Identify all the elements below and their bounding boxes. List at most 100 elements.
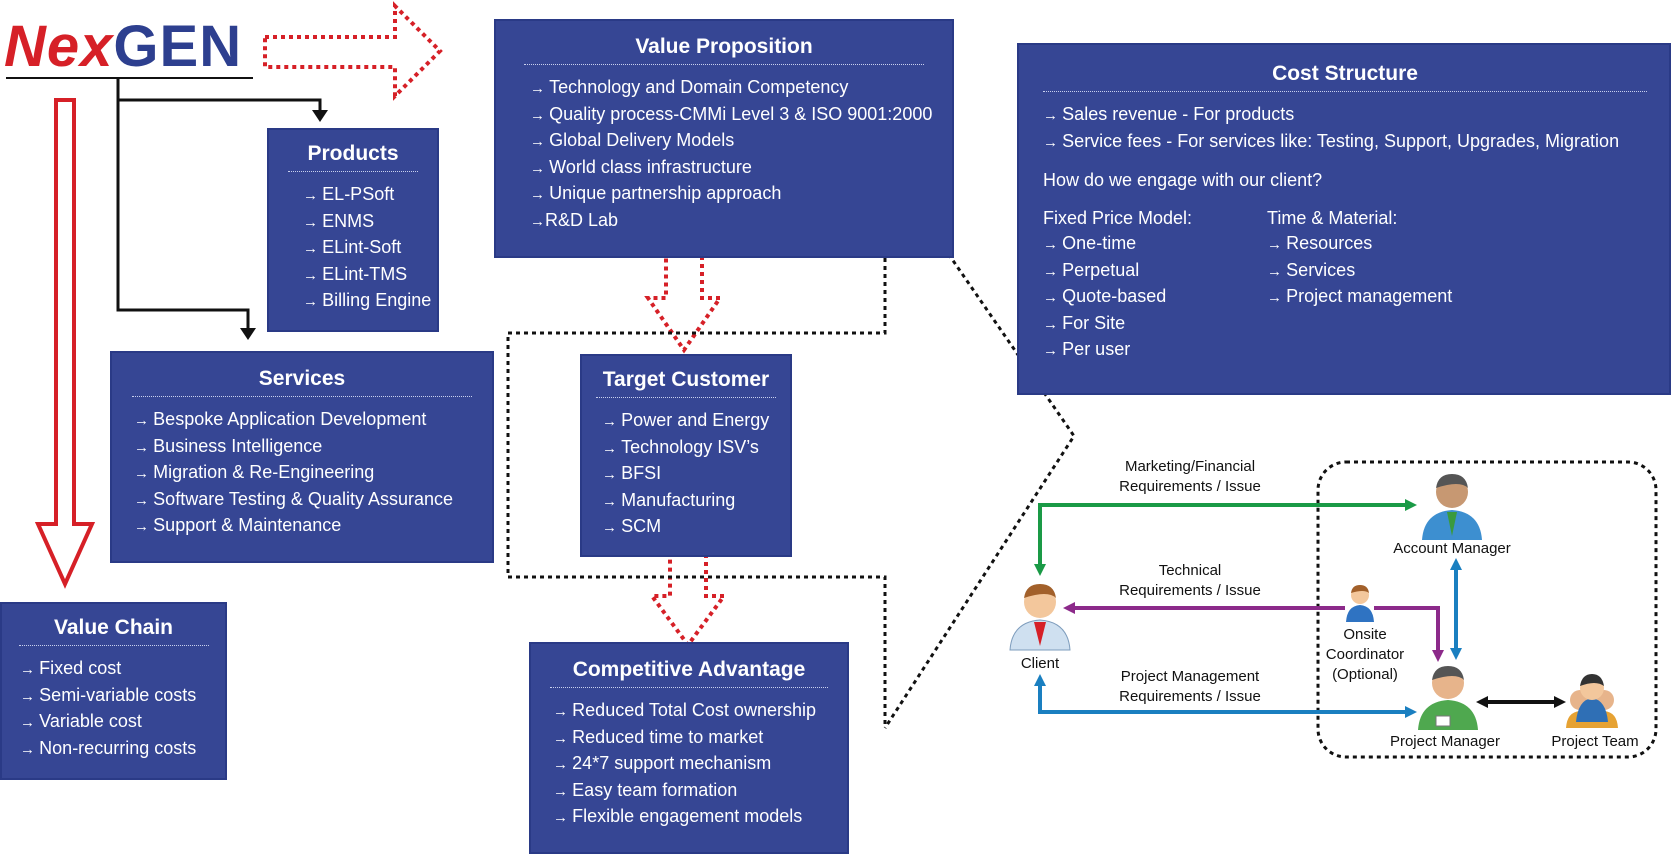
list-item: Quote-based xyxy=(1043,284,1267,311)
time-material-heading: Time & Material: xyxy=(1267,207,1398,228)
list-item: BFSI xyxy=(602,461,776,488)
list-item: Resources xyxy=(1267,231,1452,258)
pm-team-arrowhead-left xyxy=(1476,696,1488,708)
project-arrowhead-pm xyxy=(1405,706,1417,718)
cost-structure-title: Cost Structure xyxy=(1043,62,1647,92)
am-pm-arrowhead-top xyxy=(1450,558,1462,570)
competitive-advantage-box: Competitive Advantage Reduced Total Cost… xyxy=(529,642,849,854)
target-customer-list: Power and Energy Technology ISV’s BFSI M… xyxy=(596,408,776,541)
list-item: One-time xyxy=(1043,231,1267,258)
technical-label: Technical Requirements / Issue xyxy=(1110,561,1270,601)
competitive-advantage-title: Competitive Advantage xyxy=(550,658,828,688)
red-dotted-right-arrow xyxy=(263,1,443,101)
pm-team-arrowhead-right xyxy=(1554,696,1566,708)
list-item: World class infrastructure xyxy=(530,155,930,182)
client-icon xyxy=(1009,584,1071,651)
logo-gen: GEN xyxy=(113,14,243,79)
list-item: Software Testing & Quality Assurance xyxy=(134,487,474,514)
list-item: ELint-TMS xyxy=(303,262,423,289)
services-title: Services xyxy=(132,367,472,397)
arrowhead-products xyxy=(312,110,328,122)
dotted-flow-line xyxy=(506,162,887,728)
logo-nex: Nex xyxy=(4,14,114,79)
list-item: Service fees - For services like: Testin… xyxy=(1043,129,1645,156)
list-item: Global Delivery Models xyxy=(530,128,930,155)
cost-structure-list: Sales revenue - For products Service fee… xyxy=(1043,102,1645,155)
list-item: Fixed cost xyxy=(20,656,211,683)
am-pm-arrowhead-bottom xyxy=(1450,648,1462,660)
engage-question: How do we engage with our client? xyxy=(1043,170,1323,190)
list-item: Migration & Re-Engineering xyxy=(134,460,474,487)
list-item: Billing Engine xyxy=(303,288,431,315)
technical-arrowhead-client xyxy=(1063,602,1075,614)
marketing-label-line2: Requirements / Issue xyxy=(1119,478,1261,495)
products-box: Products EL-PSoft ENMS ELint-Soft ELint-… xyxy=(267,128,439,332)
list-item: Technology ISV’s xyxy=(602,435,776,462)
list-item: Support & Maintenance xyxy=(134,513,474,540)
list-item: Non-recurring costs xyxy=(20,736,211,763)
fixed-price-heading: Fixed Price Model: xyxy=(1043,207,1193,228)
technical-arrow-pm xyxy=(1374,606,1440,650)
list-item: Reduced time to market xyxy=(553,725,829,752)
red-dotted-arrow-vp-tc xyxy=(644,250,724,354)
engagement-models: Fixed Price Model: One-time Perpetual Qu… xyxy=(1043,206,1645,364)
list-item: R&D Lab xyxy=(530,208,930,235)
target-customer-box: Target Customer Power and Energy Technol… xyxy=(580,354,792,557)
connector-to-services xyxy=(116,78,250,334)
services-list: Bespoke Application Development Business… xyxy=(130,407,474,540)
fixed-price-list: One-time Perpetual Quote-based For Site … xyxy=(1043,231,1267,364)
list-item: Business Intelligence xyxy=(134,434,474,461)
project-team-icon xyxy=(1566,674,1618,728)
project-team-label: Project Team xyxy=(1551,733,1639,750)
value-proposition-list: Technology and Domain Competency Quality… xyxy=(518,75,932,235)
fixed-price-column: Fixed Price Model: One-time Perpetual Qu… xyxy=(1043,206,1267,364)
technical-arrowhead-pm xyxy=(1432,650,1444,662)
cost-structure-box: Cost Structure Sales revenue - For produ… xyxy=(1017,43,1671,395)
nexgen-logo: NexGEN xyxy=(4,14,242,80)
arrowhead-services xyxy=(240,328,256,340)
list-item: Manufacturing xyxy=(602,488,776,515)
value-chain-list: Fixed cost Semi-variable costs Variable … xyxy=(16,656,211,762)
value-proposition-box: Value Proposition Technology and Domain … xyxy=(494,19,954,258)
onsite-label-line3: (Optional) xyxy=(1332,666,1398,683)
list-item: Project management xyxy=(1267,284,1452,311)
products-list: EL-PSoft ENMS ELint-Soft ELint-TMS Billi… xyxy=(283,182,431,315)
project-arrow xyxy=(1038,686,1405,714)
list-item: ENMS xyxy=(303,209,423,236)
list-item: Variable cost xyxy=(20,709,211,736)
project-label: Project Management Requirements / Issue xyxy=(1100,667,1280,707)
technical-label-line1: Technical xyxy=(1158,562,1222,579)
products-title: Products xyxy=(288,142,418,172)
list-item: Perpetual xyxy=(1043,258,1267,285)
list-item: Quality process-CMMi Level 3 & ISO 9001:… xyxy=(530,102,932,129)
list-item: Easy team formation xyxy=(553,778,829,805)
project-label-line1: Project Management xyxy=(1120,668,1260,685)
project-label-line2: Requirements / Issue xyxy=(1119,688,1261,705)
onsite-label-line1: Onsite xyxy=(1343,626,1387,643)
onsite-coordinator-icon xyxy=(1346,585,1374,622)
list-item: Unique partnership approach xyxy=(530,181,930,208)
account-manager-label: Account Manager xyxy=(1393,540,1511,557)
time-material-column: Time & Material: Resources Services Proj… xyxy=(1267,206,1452,364)
marketing-label-line1: Marketing/Financial xyxy=(1124,458,1256,475)
red-dotted-arrow-tc-ca xyxy=(648,548,728,649)
list-item: Semi-variable costs xyxy=(20,683,211,710)
value-proposition-title: Value Proposition xyxy=(524,35,924,65)
time-material-list: Resources Services Project management xyxy=(1267,231,1452,311)
list-item: Flexible engagement models xyxy=(553,804,829,831)
list-item: Per user xyxy=(1043,337,1267,364)
technical-label-line2: Requirements / Issue xyxy=(1119,582,1261,599)
list-item: Reduced Total Cost ownership xyxy=(553,698,829,725)
project-manager-icon xyxy=(1418,666,1478,730)
marketing-arrowhead-am xyxy=(1405,499,1417,511)
list-item: Services xyxy=(1267,258,1452,285)
marketing-label: Marketing/Financial Requirements / Issue xyxy=(1110,457,1270,497)
red-down-arrow xyxy=(34,98,96,589)
marketing-arrow xyxy=(1038,503,1405,564)
client-label: Client xyxy=(1020,655,1060,672)
list-item: SCM xyxy=(602,514,776,541)
list-item: ELint-Soft xyxy=(303,235,423,262)
list-item: Power and Energy xyxy=(602,408,776,435)
list-item: Technology and Domain Competency xyxy=(530,75,930,102)
